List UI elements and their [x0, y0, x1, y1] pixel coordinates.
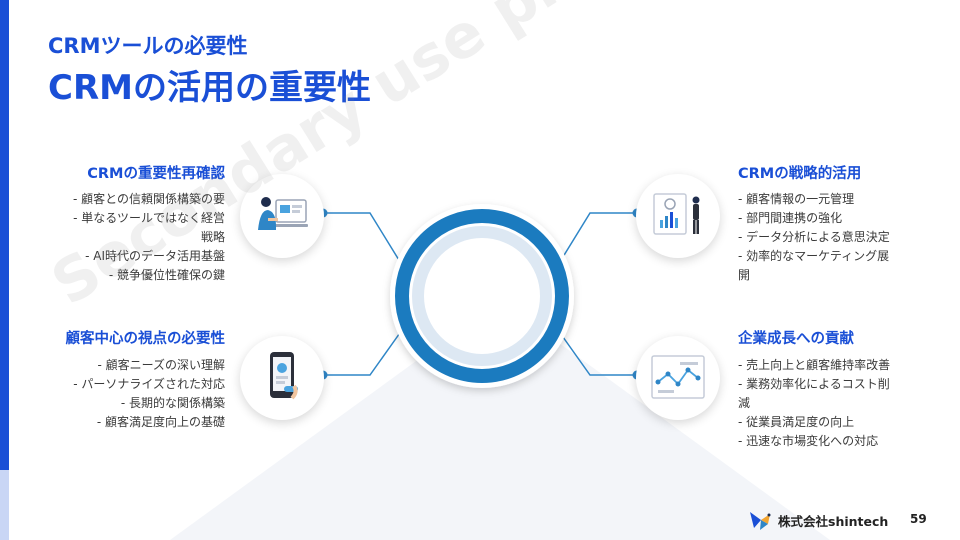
icon-circle-top-right [636, 174, 720, 258]
list-item: - 効率的なマーケティング展 [738, 249, 890, 263]
icon-circle-top-left [240, 174, 324, 258]
list-item: - 業務効率化によるコスト削 [738, 377, 890, 391]
left-accent-bar-light [0, 470, 9, 540]
analytics-report-icon [653, 193, 700, 235]
connector-bottom-right [557, 329, 637, 376]
slide-title: CRMの活用の重要性 [48, 68, 371, 108]
list-item: - 顧客満足度向上の基礎 [96, 415, 225, 429]
slide-subtitle: CRMツールの必要性 [48, 34, 248, 58]
list-item: - 単なるツールではなく経営 [73, 211, 225, 225]
center-core [426, 240, 538, 352]
section-list-top-left: - 顧客との信頼関係構築の要 - 単なるツールではなく経営 戦略 - AI時代の… [73, 190, 225, 285]
list-item: - 部門間連携の強化 [738, 211, 843, 225]
section-list-top-right: - 顧客情報の一元管理 - 部門間連携の強化 - データ分析による意思決定 - … [738, 190, 890, 285]
list-item: - 売上向上と顧客維持率改善 [738, 358, 891, 372]
list-item: - 顧客情報の一元管理 [738, 192, 855, 206]
person-at-computer-icon [258, 197, 308, 230]
process-flow-icon [651, 355, 705, 399]
center-ring-outer [395, 209, 569, 383]
list-item: - 長期的な関係構築 [120, 396, 225, 410]
section-heading-top-right: CRMの戦略的活用 [738, 166, 862, 182]
list-item: - 従業員満足度の向上 [738, 415, 855, 429]
list-item: 減 [738, 396, 751, 410]
section-heading-bottom-left: 顧客中心の視点の必要性 [65, 331, 226, 347]
section-heading-bottom-right: 企業成長への貢献 [738, 331, 854, 347]
section-heading-top-left: CRMの重要性再確認 [87, 166, 225, 182]
list-item: - AI時代のデータ活用基盤 [85, 249, 225, 263]
bird-logo-icon [750, 512, 771, 530]
icon-circle-bottom-right [636, 336, 720, 420]
section-list-bottom-right: - 売上向上と顧客維持率改善 - 業務効率化によるコスト削 減 - 従業員満足度… [738, 356, 890, 451]
connector-top-right [557, 212, 637, 266]
section-list-bottom-left: - 顧客ニーズの深い理解 - パーソナライズされた対応 - 長期的な関係構築 -… [73, 356, 225, 432]
list-item: - 顧客ニーズの深い理解 [97, 358, 225, 372]
list-item: - 競争優位性確保の鍵 [108, 268, 225, 282]
center-ring-inner [412, 226, 552, 366]
connector-bottom-left [323, 329, 403, 376]
list-item: - パーソナライズされた対応 [73, 377, 225, 391]
footer-company-name: 株式会社shintech [778, 514, 889, 529]
mobile-phone-icon [270, 352, 298, 400]
list-item: - 迅速な市場変化への対応 [738, 434, 879, 448]
list-item: - データ分析による意思決定 [738, 230, 890, 244]
icon-circle-bottom-left [240, 336, 324, 420]
connector-top-left [323, 212, 403, 266]
list-item: 開 [738, 268, 751, 282]
left-accent-bar [0, 0, 9, 470]
connector-lines [323, 212, 637, 376]
list-item: - 顧客との信頼関係構築の要 [72, 192, 225, 206]
page-number: 59 [910, 512, 927, 526]
list-item: 戦略 [200, 230, 225, 244]
